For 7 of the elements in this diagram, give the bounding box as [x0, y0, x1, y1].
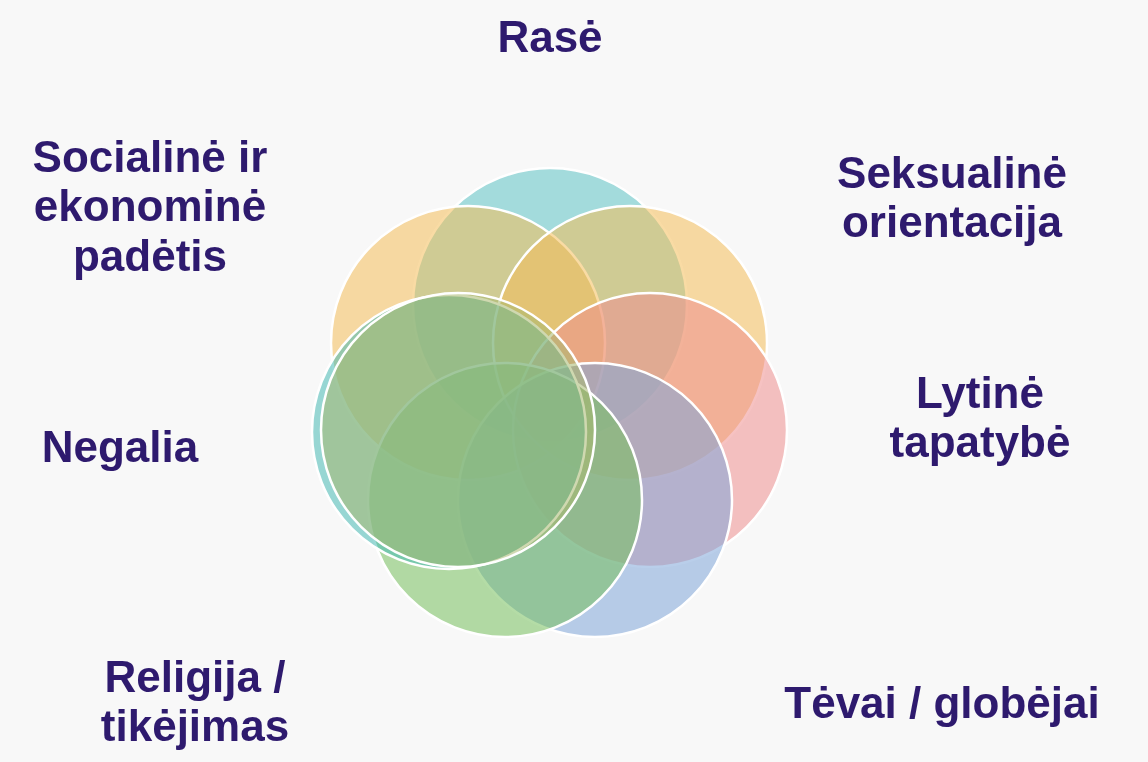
category-label: Negalia [40, 422, 200, 472]
category-label: Rasė [496, 12, 604, 62]
category-label: Religija / tikėjimas [99, 652, 291, 751]
category-label: Seksualinė orientacija [836, 148, 1068, 247]
category-label: Lytinė tapatybė [888, 368, 1072, 467]
category-label: Tėvai / globėjai [783, 678, 1101, 728]
category-label: Socialinė ir ekonominė padėtis [31, 132, 269, 280]
